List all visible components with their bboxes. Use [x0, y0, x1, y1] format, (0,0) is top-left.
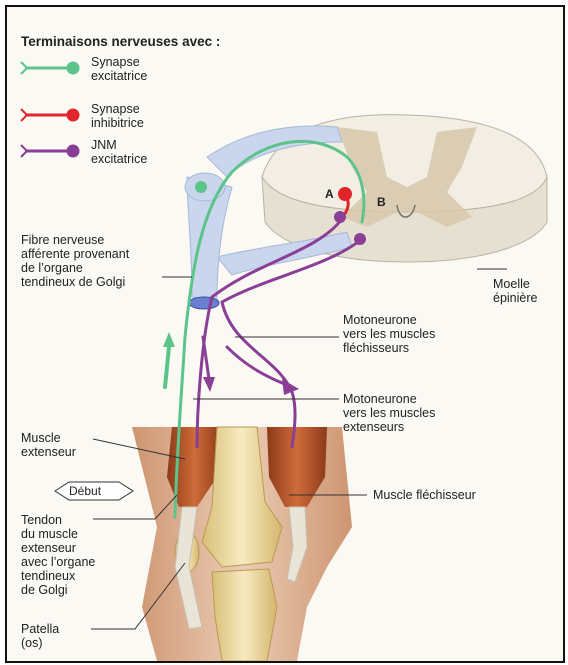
- legend-dot-inhibitory: [67, 109, 80, 122]
- afferent-arrowhead: [163, 332, 175, 347]
- leg-illustration: [132, 427, 352, 661]
- extensor-arrow: [203, 337, 209, 379]
- legend-fork-inhibitory: [21, 109, 27, 121]
- label-tendon: Tendon du muscle extenseur avec l’organe…: [21, 513, 95, 597]
- label-start: Début: [69, 484, 101, 498]
- label-afferent-fiber: Fibre nerveuse afférente provenant de l’…: [21, 233, 129, 289]
- label-extensor-motoneuron: Motoneurone vers les muscles extenseurs: [343, 392, 435, 434]
- diagram-frame: Terminaisons nerveuses avec : Synapse ex…: [5, 5, 565, 663]
- legend-title: Terminaisons nerveuses avec :: [21, 35, 220, 49]
- motoneuron-flexor-body: [334, 211, 346, 223]
- label-flexor-motoneuron: Motoneurone vers les muscles fléchisseur…: [343, 313, 435, 355]
- legend-label-excitatory: Synapse excitatrice: [91, 55, 147, 83]
- nerve-cut-surface: [189, 297, 219, 309]
- legend-fork-excitatory: [21, 62, 27, 74]
- label-extensor-muscle: Muscle extenseur: [21, 431, 76, 459]
- label-flexor-muscle: Muscle fléchisseur: [373, 488, 476, 502]
- extensor-arrowhead: [203, 377, 215, 392]
- interneuron-a: [338, 187, 352, 201]
- legend-fork-jnm: [21, 145, 27, 157]
- afferent-arrow: [165, 347, 169, 387]
- label-patella: Patella (os): [21, 622, 59, 650]
- legend-glyphs: [21, 62, 80, 158]
- legend-label-jnm: JNM excitatrice: [91, 138, 147, 166]
- legend-dot-excitatory: [67, 62, 80, 75]
- afferent-cell-body: [195, 181, 207, 193]
- flexor-arrowhead: [282, 379, 299, 395]
- label-spinal-cord: Moelle épinière: [493, 277, 537, 305]
- legend-label-inhibitory: Synapse inhibitrice: [91, 102, 144, 130]
- legend-dot-jnm: [67, 145, 80, 158]
- label-neuron-a: A: [325, 187, 334, 201]
- motoneuron-extensor-body: [354, 233, 366, 245]
- tibia-bone: [212, 569, 277, 661]
- label-neuron-b: B: [377, 195, 386, 209]
